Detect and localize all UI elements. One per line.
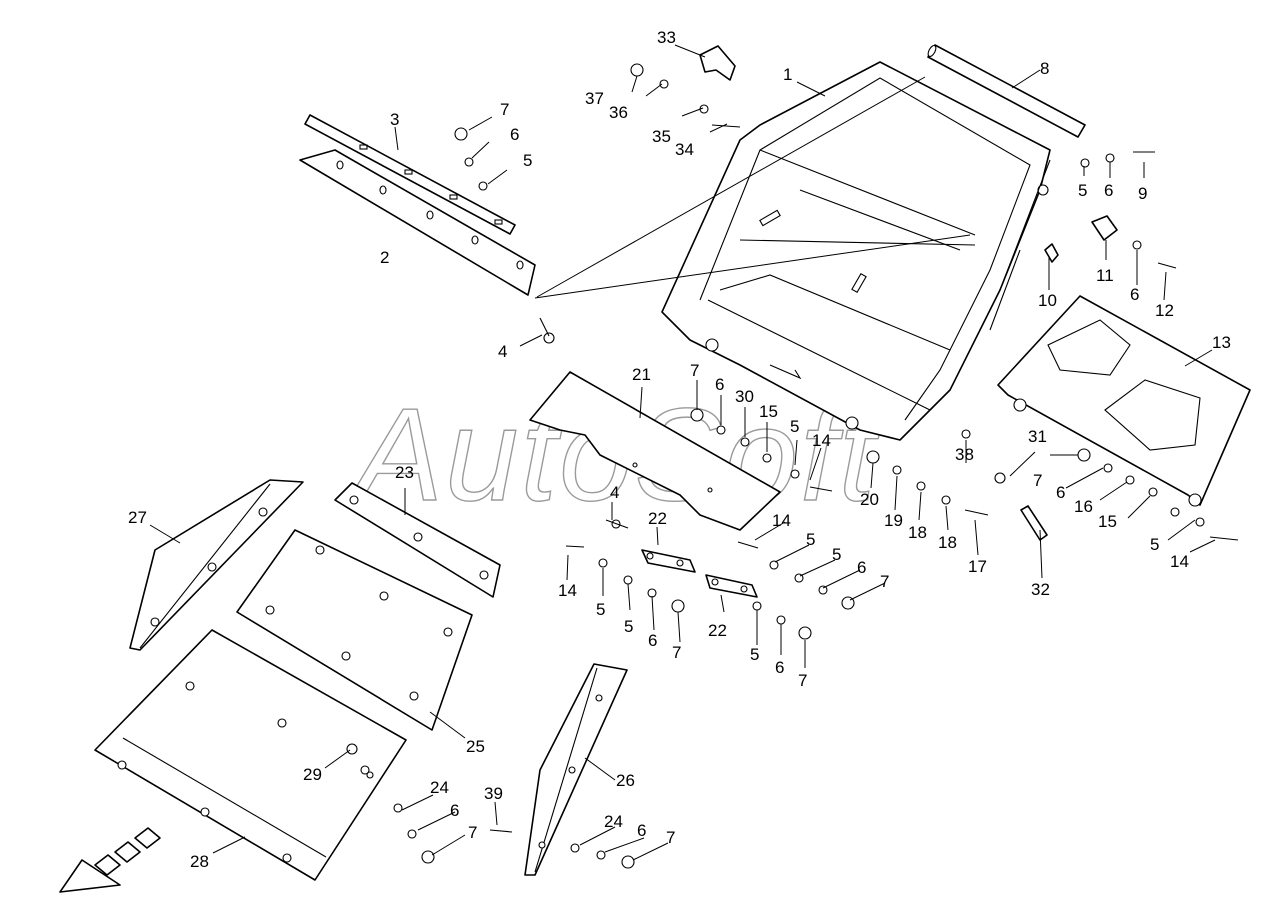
part-small-block (1091, 215, 1118, 241)
callout-7: 7 (468, 823, 477, 842)
callout-6: 6 (775, 658, 784, 677)
callout-7: 7 (1033, 471, 1042, 490)
callout-28: 28 (190, 852, 209, 871)
callout-7: 7 (500, 100, 509, 119)
callout-34: 34 (675, 140, 694, 159)
callout-30: 30 (735, 387, 754, 406)
part-clip (699, 45, 736, 81)
callout-7: 7 (798, 671, 807, 690)
callout-5: 5 (806, 530, 815, 549)
callout-6: 6 (510, 125, 519, 144)
callout-22: 22 (708, 621, 727, 640)
callout-19: 19 (884, 511, 903, 530)
callout-25: 25 (466, 737, 485, 756)
callout-6: 6 (637, 821, 646, 840)
callout-14: 14 (1170, 552, 1189, 571)
part-side-plate (997, 295, 1251, 507)
part-right-wing (524, 663, 628, 876)
callout-6: 6 (857, 558, 866, 577)
callout-5: 5 (790, 417, 799, 436)
callout-5: 5 (1150, 535, 1159, 554)
callout-14: 14 (812, 431, 831, 450)
callout-36: 36 (609, 103, 628, 122)
callout-6: 6 (1056, 483, 1065, 502)
callout-18: 18 (908, 523, 927, 542)
callout-6: 6 (1104, 181, 1113, 200)
part-main-frame (661, 61, 1051, 441)
callout-7: 7 (690, 361, 699, 380)
callout-23: 23 (395, 463, 414, 482)
callout-1: 1 (783, 65, 792, 84)
part-long-plate (299, 149, 536, 296)
part-link-upper (641, 549, 696, 573)
callout-12: 12 (1155, 301, 1174, 320)
callout-13: 13 (1212, 333, 1231, 352)
callout-39: 39 (484, 784, 503, 803)
callout-21: 21 (632, 365, 651, 384)
callout-9: 9 (1138, 184, 1147, 203)
callout-22: 22 (648, 509, 667, 528)
part-left-wing (129, 479, 304, 651)
part-pin (1020, 505, 1048, 541)
callout-33: 33 (657, 28, 676, 47)
callout-2: 2 (380, 248, 389, 267)
callout-11: 11 (1096, 266, 1114, 285)
direction-arrow-icon (59, 827, 161, 893)
callout-7: 7 (672, 643, 681, 662)
callout-26: 26 (616, 771, 635, 790)
callout-6: 6 (715, 375, 724, 394)
part-middle-cover (236, 529, 473, 731)
callout-4: 4 (498, 342, 507, 361)
callout-38: 38 (955, 445, 974, 464)
callout-17: 17 (968, 557, 987, 576)
callout-5: 5 (750, 645, 759, 664)
callout-6: 6 (1130, 285, 1139, 304)
callout-5: 5 (1078, 181, 1087, 200)
callout-14: 14 (558, 581, 577, 600)
callout-5: 5 (832, 545, 841, 564)
callout-20: 20 (860, 490, 879, 509)
callout-7: 7 (880, 572, 889, 591)
callout-15: 15 (759, 402, 778, 421)
callout-3: 3 (390, 110, 399, 129)
callout-15: 15 (1098, 512, 1117, 531)
callout-18: 18 (938, 533, 957, 552)
part-tab (1044, 243, 1059, 263)
callout-4: 4 (610, 483, 619, 502)
callout-5: 5 (523, 151, 532, 170)
callout-10: 10 (1038, 291, 1057, 310)
callout-27: 27 (128, 508, 147, 527)
leader-lines (149, 44, 1216, 861)
part-link-lower (705, 574, 758, 598)
callout-24: 24 (430, 778, 449, 797)
part-front-cover (94, 629, 407, 881)
callout-7: 7 (666, 828, 675, 847)
callout-31: 31 (1028, 427, 1047, 446)
callout-labels: 1 2 3 4 4 5 5 5 5 5 5 5 5 5 6 6 6 6 6 6 … (128, 28, 1231, 871)
part-small-cover (334, 482, 501, 598)
callout-6: 6 (450, 801, 459, 820)
callout-35: 35 (652, 127, 671, 146)
callout-29: 29 (303, 765, 322, 784)
callout-16: 16 (1074, 497, 1093, 516)
part-strip (304, 114, 516, 235)
callout-14: 14 (772, 511, 791, 530)
fasteners (346, 63, 1239, 869)
callout-32: 32 (1031, 580, 1050, 599)
callout-24: 24 (604, 812, 623, 831)
callout-6: 6 (648, 631, 657, 650)
callout-37: 37 (585, 89, 604, 108)
part-bracket-plate (529, 371, 781, 531)
callout-5: 5 (624, 617, 633, 636)
callout-8: 8 (1040, 59, 1049, 78)
part-rod (927, 44, 1086, 138)
callout-5: 5 (596, 600, 605, 619)
